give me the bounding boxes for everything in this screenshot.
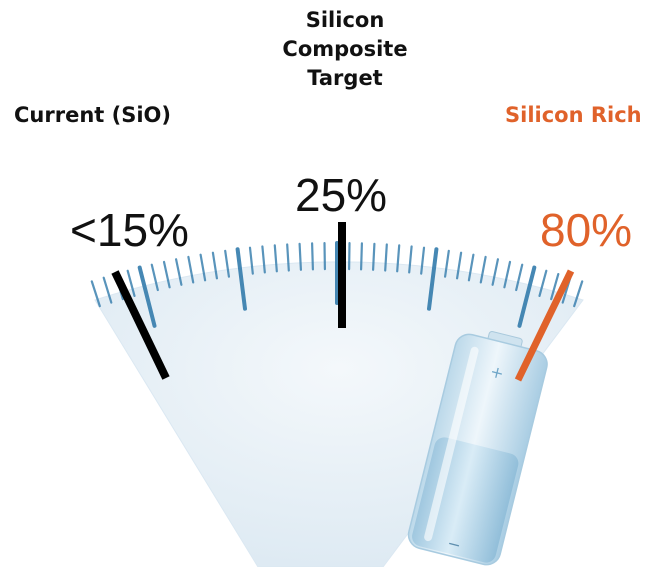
minor-tick: [491, 258, 499, 286]
minor-tick: [384, 243, 388, 272]
minor-tick: [211, 251, 218, 280]
needle-current: [111, 270, 170, 380]
minor-tick: [420, 246, 426, 275]
minor-tick: [199, 253, 207, 282]
minor-tick: [515, 263, 524, 292]
major-tick: [517, 265, 537, 328]
label-target-line2: Composite: [282, 37, 408, 61]
minor-tick: [456, 251, 463, 280]
label-target: Silicon Composite Target: [262, 6, 428, 93]
minor-tick: [150, 263, 159, 292]
label-rich: Silicon Rich: [505, 103, 642, 127]
minor-tick: [503, 260, 512, 289]
value-target: 25%: [295, 169, 388, 221]
minor-tick: [126, 269, 136, 297]
minor-tick: [224, 249, 230, 278]
minor-tick: [396, 244, 401, 273]
major-tick: [427, 247, 439, 311]
svg-text:+: +: [488, 362, 506, 384]
minor-tick: [248, 246, 254, 275]
major-tick: [235, 247, 247, 311]
minor-tick: [360, 242, 363, 271]
minor-tick: [298, 242, 302, 271]
minor-tick: [538, 269, 548, 297]
value-current: <15%: [70, 204, 189, 256]
minor-tick: [408, 245, 413, 274]
minor-tick: [372, 242, 376, 271]
svg-text:−: −: [445, 533, 463, 555]
label-current: Current (SiO): [14, 103, 171, 127]
minor-tick: [479, 255, 487, 284]
minor-tick: [550, 273, 560, 301]
needle-rich: [514, 269, 575, 382]
minor-tick: [102, 276, 113, 304]
minor-tick: [467, 253, 475, 282]
value-rich: 80%: [540, 204, 633, 256]
minor-tick: [573, 280, 584, 308]
label-target-line3: Target: [307, 66, 383, 90]
minor-tick: [90, 280, 101, 308]
major-tick: [137, 265, 157, 328]
minor-tick: [273, 244, 278, 273]
minor-tick: [286, 243, 290, 272]
minor-tick: [261, 245, 266, 274]
minor-tick: [162, 260, 171, 289]
minor-tick: [187, 255, 195, 284]
minor-tick: [444, 249, 450, 278]
minor-tick: [175, 258, 183, 286]
battery-icon: + −: [407, 331, 548, 566]
label-target-line1: Silicon: [305, 8, 385, 32]
minor-tick: [311, 242, 314, 271]
